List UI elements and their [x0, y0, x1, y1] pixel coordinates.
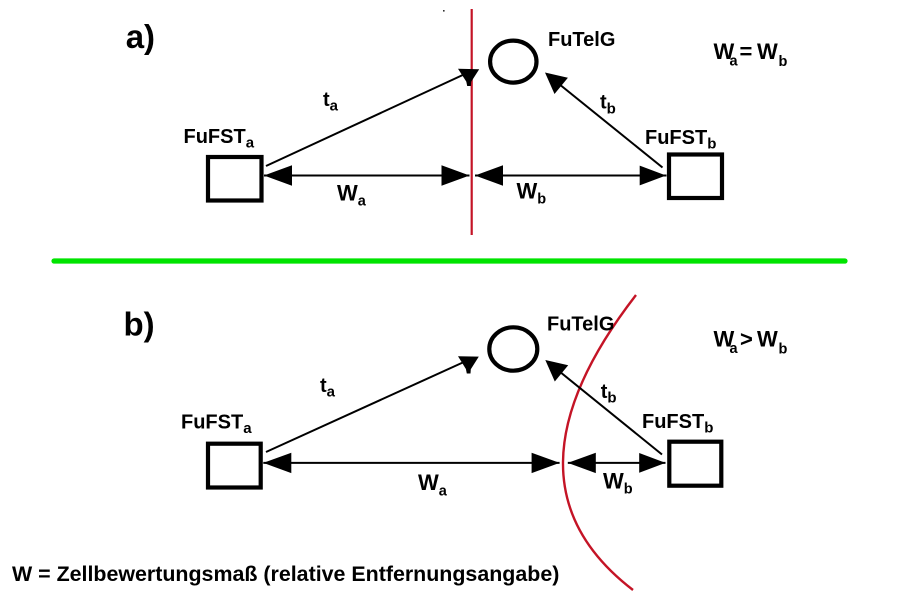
svg-text:W = Zellbewertungsmaß (relativ: W = Zellbewertungsmaß (relative Entfernu… — [12, 562, 559, 586]
svg-text:a): a) — [126, 18, 155, 55]
svg-text:FuFSTa: FuFSTa — [184, 126, 255, 152]
svg-text:b): b) — [124, 306, 155, 343]
svg-text:FuFSTa: FuFSTa — [181, 412, 252, 438]
svg-text:FuFSTb: FuFSTb — [645, 127, 716, 153]
svg-text:FuTelG: FuTelG — [548, 29, 615, 51]
svg-text:FuTelG: FuTelG — [547, 314, 614, 336]
svg-text:FuFSTb: FuFSTb — [642, 411, 713, 437]
